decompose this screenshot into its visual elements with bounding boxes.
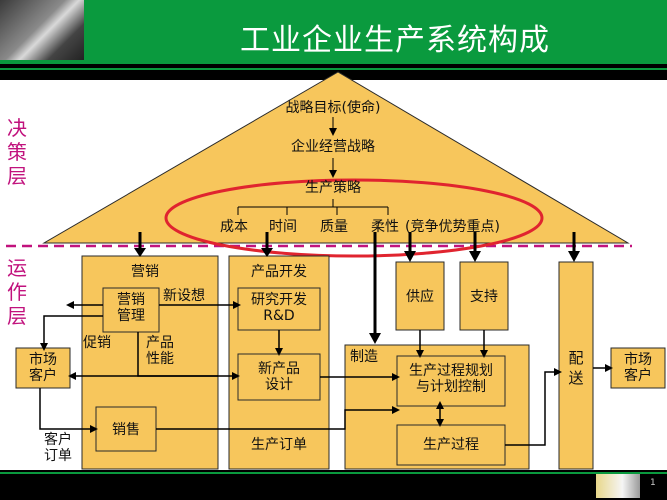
customer-left-box [15,347,71,389]
customer-left-label: 市场 客户 [29,352,57,384]
customer-right-label: 市场 客户 [624,352,652,384]
supply-label: 供应 [406,289,434,305]
planning-box [396,355,506,407]
priority-flexibility: 柔性 [371,219,399,235]
perf-label: 产品 性能 [146,335,174,367]
process-label: 生产过程 [423,437,479,453]
customer-right-box [610,347,666,389]
priority-quality: 质量 [320,219,348,235]
strategy-pyramid [42,71,630,244]
footer-decoration-icon [596,474,640,498]
sales-box [95,406,157,452]
mission-label: 战略目标(使命) [285,100,381,116]
mkt-mgmt-box [102,287,160,333]
priority-cost: 成本 [220,219,248,235]
design-label: 新产品 设计 [258,361,300,393]
customer-order-label: 客户 订单 [44,432,72,464]
mfg-title: 制造 [350,349,378,365]
supply-box [395,261,445,331]
prod-order-label: 生产订单 [251,437,307,453]
marketing-mgmt-label: 营销 管理 [117,292,145,324]
corp-strategy-label: 企业经营战略 [291,139,375,155]
page-number: 1 [650,478,656,488]
title-bar: 工业企业生产系统构成 [0,0,667,64]
new-idea-label: 新设想 [163,288,205,304]
dist-label: 配 送 [568,349,584,387]
decision-layer-label: 决策层 [7,116,27,188]
design-box [237,353,321,401]
header-rule-accent [0,68,667,70]
header-photo [0,0,84,60]
rd-box-label: 研究开发 R&D [251,292,307,324]
operation-layer-label: 运作层 [7,256,27,328]
priority-time: 时间 [269,219,297,235]
priority-note: (竞争优势重点) [405,219,500,235]
planning-label: 生产过程规划 与计划控制 [409,363,493,395]
promo-label: 促销 [83,335,111,351]
priority-highlight-ellipse [164,178,544,258]
footer-bar [0,470,667,500]
rd-box [237,287,321,331]
rd-title: 产品开发 [251,264,307,280]
marketing-title: 营销 [131,264,159,280]
sales-label: 销售 [112,422,140,438]
prod-strategy-label: 生产策略 [305,180,361,196]
footer-rule-accent [0,472,667,474]
support-label: 支持 [470,289,498,305]
dist-box [558,261,594,470]
slide-title: 工业企业生产系统构成 [240,23,550,58]
